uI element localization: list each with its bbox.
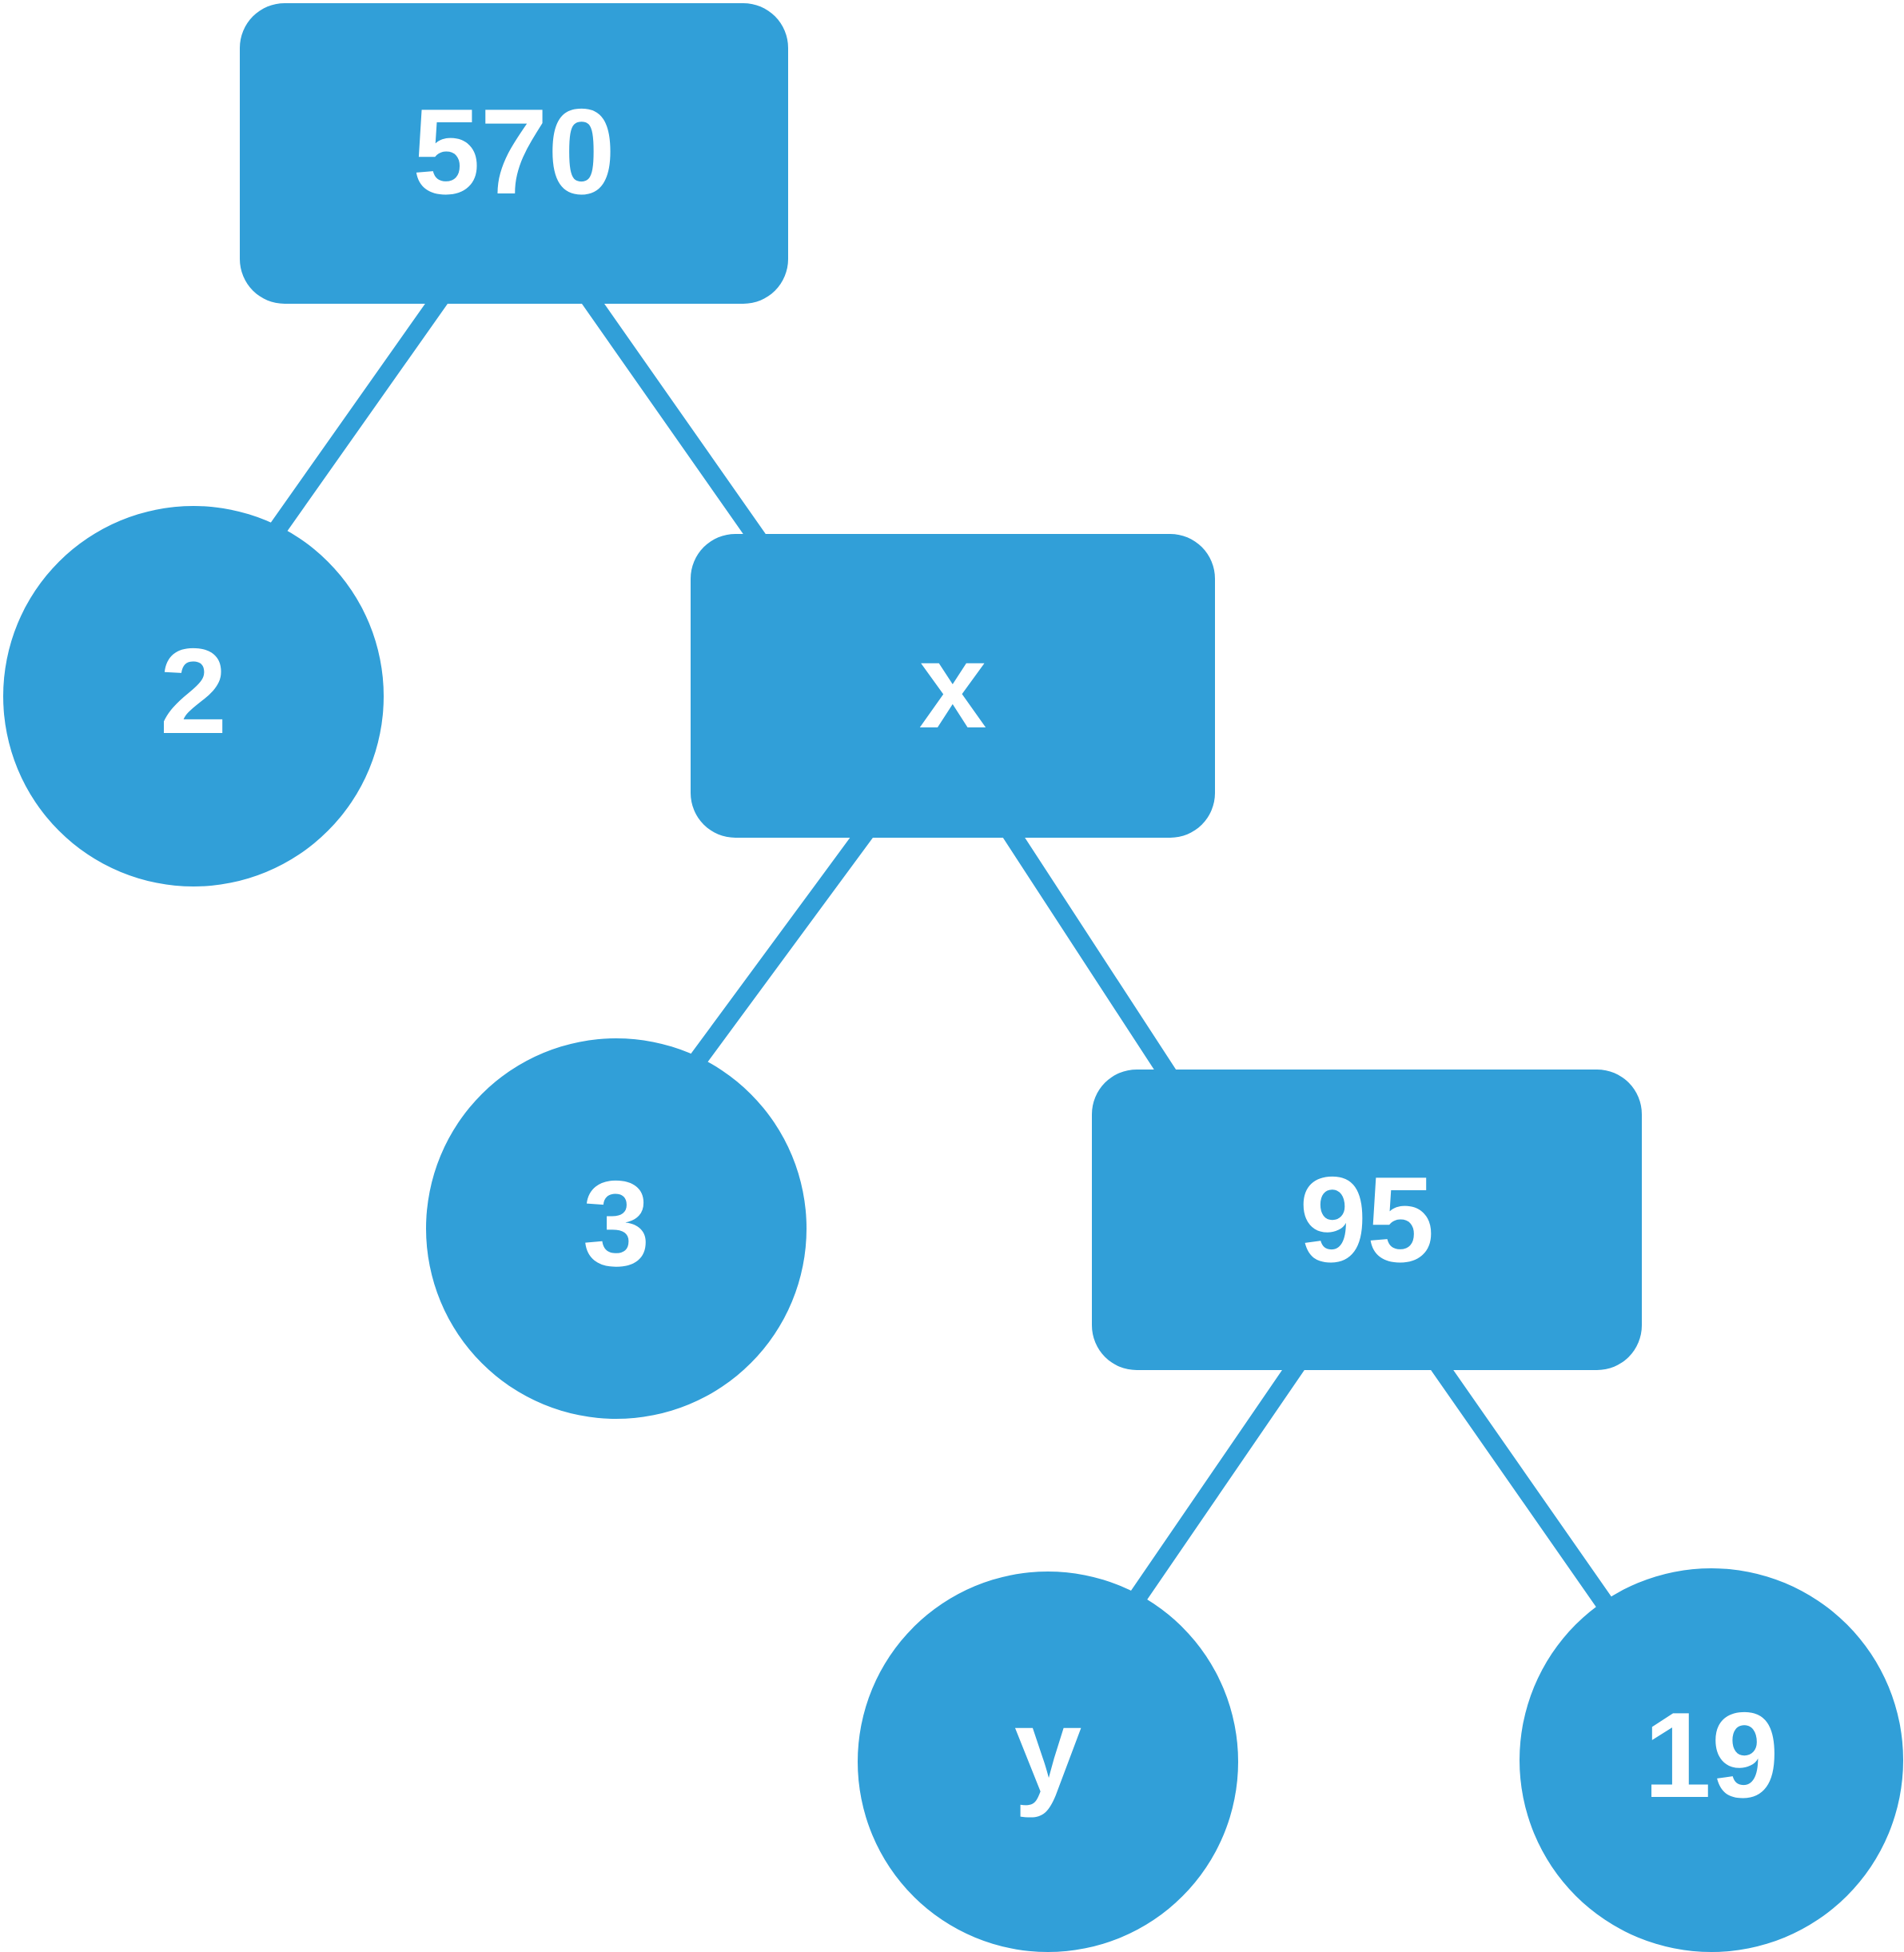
edge-570-x <box>572 278 767 548</box>
node-95-shape <box>1092 1070 1642 1370</box>
node-570: 570 <box>240 3 788 304</box>
node-19: 19 <box>1520 1568 1903 1952</box>
node-3-shape <box>426 1038 807 1419</box>
node-y: y <box>858 1572 1238 1952</box>
node-19-shape <box>1520 1568 1903 1952</box>
node-y-label: y <box>1014 1683 1082 1819</box>
node-x: x <box>691 534 1215 838</box>
tree-edges <box>262 278 1618 1618</box>
node-570-shape <box>240 3 788 304</box>
node-95-label: 95 <box>1299 1152 1434 1288</box>
edge-x-3 <box>686 820 877 1073</box>
node-2-label: 2 <box>160 623 228 759</box>
node-2-shape <box>3 506 384 886</box>
node-y-shape <box>858 1572 1238 1952</box>
node-3-label: 3 <box>583 1156 651 1292</box>
node-95: 95 <box>1092 1070 1642 1370</box>
node-2: 2 <box>3 506 384 886</box>
edge-x-95 <box>999 820 1178 1085</box>
node-x-shape <box>691 534 1215 838</box>
node-x-label: x <box>919 618 987 754</box>
edge-95-y <box>1127 1356 1306 1608</box>
edge-570-2 <box>262 278 457 547</box>
node-19-label: 19 <box>1643 1687 1779 1823</box>
node-3: 3 <box>426 1038 807 1419</box>
node-570-label: 570 <box>412 84 615 220</box>
edge-95-19 <box>1429 1356 1618 1618</box>
